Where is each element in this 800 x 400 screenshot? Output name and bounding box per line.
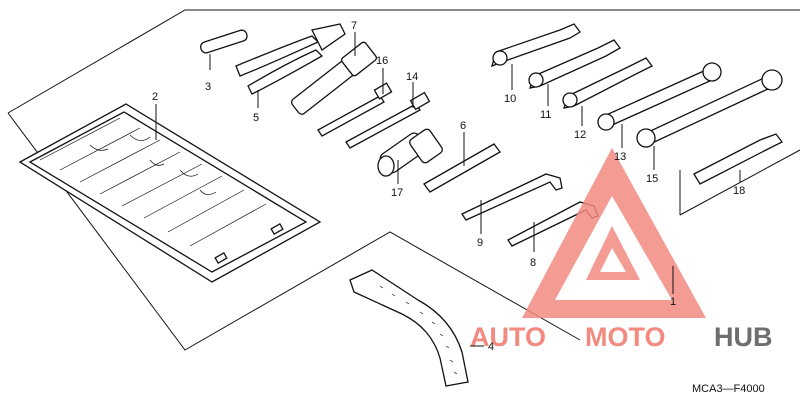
part-labels: 1 2 3 4 5 6 7 8 9 10 11 12 13 14 15 16 1…	[152, 20, 745, 353]
watermark-word-auto: AUTO	[470, 322, 546, 352]
label-9: 9	[477, 237, 483, 249]
label-11: 11	[540, 109, 551, 121]
label-2: 2	[152, 91, 158, 103]
watermark-logo: AUTO MOTO HUB	[470, 148, 773, 352]
part-3-plate	[199, 29, 248, 54]
part-12-wrench	[562, 57, 653, 109]
label-1: 1	[670, 296, 676, 308]
label-13: 13	[614, 151, 626, 163]
label-15: 15	[646, 173, 658, 185]
part-6-extension-bar	[423, 143, 501, 193]
leader-lines	[155, 32, 741, 347]
label-16: 16	[376, 55, 388, 67]
part-11-wrench	[528, 39, 621, 89]
label-4: 4	[488, 341, 494, 353]
part-4-strap	[349, 269, 469, 387]
label-6: 6	[460, 120, 466, 132]
part-7-socket-wrench	[290, 41, 378, 115]
panel-outline	[7, 9, 800, 351]
label-7: 7	[351, 20, 357, 32]
part-15-ring-wrench	[636, 69, 783, 148]
watermark-word-moto: MOTO	[585, 322, 666, 352]
part-13-ring-wrench	[597, 62, 722, 131]
label-12: 12	[574, 129, 586, 141]
label-8: 8	[530, 257, 536, 269]
part-9-hex-key	[461, 173, 563, 221]
label-14: 14	[406, 71, 418, 83]
label-17: 17	[391, 187, 403, 199]
part-14-screwdriver	[345, 91, 431, 149]
label-10: 10	[504, 93, 516, 105]
part-10-wrench	[491, 23, 581, 68]
label-5: 5	[253, 112, 259, 124]
part-18-wrench	[693, 133, 783, 185]
label-3: 3	[205, 81, 211, 93]
diagram-code: MCA3—F4000	[692, 383, 765, 395]
part-5-pliers	[235, 23, 346, 95]
label-18: 18	[733, 185, 745, 197]
tool-bag	[18, 103, 322, 283]
watermark-word-hub: HUB	[714, 322, 773, 352]
part-17-handle	[377, 128, 443, 177]
